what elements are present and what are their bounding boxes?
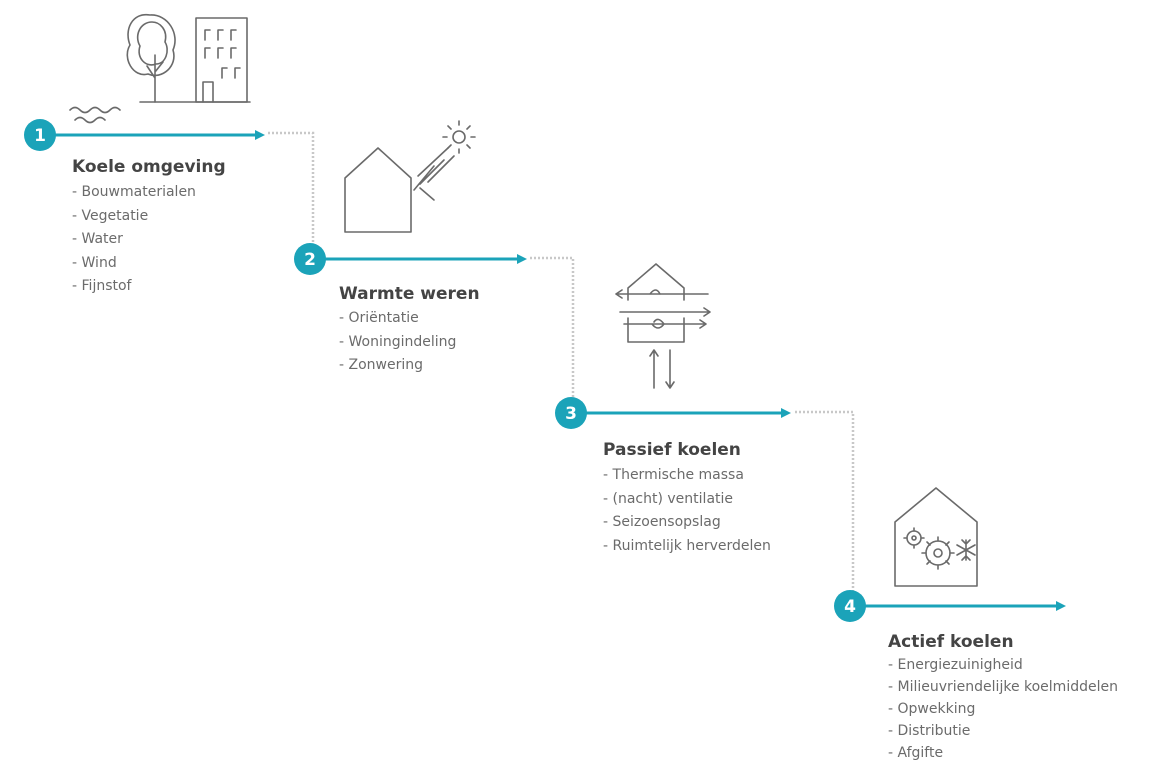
list-item: Ruimtelijk herverdelen — [603, 535, 771, 559]
air-flow-middle — [619, 307, 711, 329]
step-1-list: Bouwmaterialen Vegetatie Water Wind Fijn… — [72, 181, 196, 299]
list-item: Milieuvriendelijke koelmiddelen — [888, 676, 1118, 698]
house-outline-4 — [894, 487, 978, 587]
step-4-number: 4 — [844, 597, 856, 617]
house-base-3 — [627, 317, 685, 343]
list-item: Woningindeling — [339, 331, 457, 355]
step-4-title: Actief koelen — [888, 632, 1014, 652]
list-item: Thermische massa — [603, 464, 771, 488]
list-item: Seizoensopslag — [603, 511, 771, 535]
house-ventilation-icon — [615, 263, 711, 389]
gear-small — [903, 527, 925, 549]
connector-2-3 — [530, 256, 575, 405]
tree-crown — [126, 14, 176, 77]
sun-rays — [442, 120, 476, 154]
step-2-title: Warmte weren — [339, 284, 480, 304]
step-1-badge: 1 — [24, 119, 56, 151]
vertical-exchange-arrows — [649, 349, 675, 389]
step-3-list: Thermische massa (nacht) ventilatie Seiz… — [603, 464, 771, 558]
list-item: Oriëntatie — [339, 307, 456, 331]
house-gears-snowflake-icon — [894, 487, 978, 587]
step-number-circles: 1 2 3 4 — [24, 119, 866, 622]
tree-crown-inner — [136, 21, 168, 66]
gear-large — [921, 536, 955, 570]
step-1-number: 1 — [34, 126, 46, 146]
list-item: (nacht) ventilatie — [603, 488, 771, 512]
step-4-list: Energiezuinigheid Milieuvriendelijke koe… — [888, 654, 1118, 764]
list-item: Vegetatie — [72, 205, 196, 229]
list-item: Water — [72, 228, 196, 252]
house-outline-3 — [627, 263, 685, 301]
step-2-list: Oriëntatie Woningindeling Zonwering — [339, 307, 457, 378]
step-3-badge: 3 — [555, 397, 587, 429]
step-1-title: Koele omgeving — [72, 157, 226, 177]
house-sun-icon — [344, 120, 476, 233]
dotted-connectors — [268, 131, 855, 596]
building-door — [202, 81, 214, 103]
tree-trunk — [146, 54, 164, 103]
list-item: Bouwmaterialen — [72, 181, 196, 205]
list-item: Wind — [72, 252, 196, 276]
building-windows — [204, 29, 241, 79]
snowflake-icon — [956, 539, 976, 561]
tree-building-water-icon — [69, 14, 251, 124]
step-3-number: 3 — [565, 404, 577, 424]
house-outline-2 — [344, 147, 412, 233]
step-2-badge: 2 — [294, 243, 326, 275]
step-4-badge: 4 — [834, 590, 866, 622]
list-item: Opwekking — [888, 698, 1118, 720]
step-3-title: Passief koelen — [603, 440, 741, 460]
list-item: Fijnstof — [72, 275, 196, 299]
sun-beams — [413, 147, 455, 201]
list-item: Zonwering — [339, 354, 456, 378]
step-arrows — [52, 130, 1066, 611]
water-waves — [69, 106, 121, 124]
sun-circle — [452, 130, 466, 144]
connector-3-4 — [795, 410, 855, 596]
list-item: Energiezuinigheid — [888, 654, 1118, 676]
connector-1-2 — [268, 131, 315, 250]
list-item: Afgifte — [888, 742, 1118, 764]
list-item: Distributie — [888, 720, 1118, 742]
air-flow-top — [615, 289, 709, 299]
step-2-number: 2 — [304, 250, 316, 270]
